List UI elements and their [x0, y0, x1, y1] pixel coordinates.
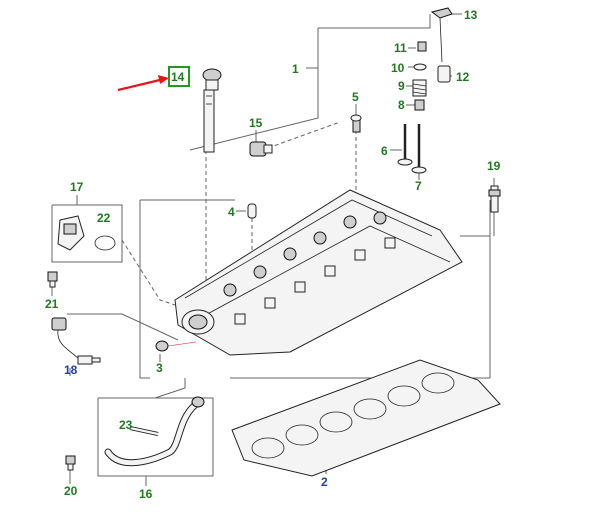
part-18-sensor-harness [51, 317, 101, 365]
callout-14-highlight-box [168, 66, 190, 87]
callout-13[interactable]: 13 [464, 8, 478, 22]
part-4-dowel [247, 203, 257, 219]
part-15-sensor [249, 141, 273, 157]
callout-22[interactable]: 22 [97, 211, 111, 225]
cylinder-head [174, 189, 463, 356]
callout-21[interactable]: 21 [45, 297, 59, 311]
red-pointer-arrowhead [158, 75, 169, 84]
callout-11[interactable]: 11 [394, 41, 407, 55]
callout-15[interactable]: 15 [249, 116, 263, 130]
gasket-bores [251, 372, 455, 459]
callout-19[interactable]: 19 [487, 159, 501, 173]
port-row [234, 237, 396, 325]
valve-train [397, 7, 453, 174]
part-14-bolt [202, 68, 222, 153]
callout-10[interactable]: 10 [391, 61, 405, 75]
part-3-plug [155, 340, 197, 352]
callout-9[interactable]: 9 [398, 79, 405, 93]
callout-5[interactable]: 5 [352, 90, 359, 104]
part-5-stud [350, 114, 362, 133]
callout-20[interactable]: 20 [64, 484, 78, 498]
callout-4[interactable]: 4 [228, 205, 235, 219]
callout-7[interactable]: 7 [415, 179, 422, 193]
highlight-14 [117, 66, 190, 92]
red-pointer-arrow [117, 77, 165, 92]
callout-1[interactable]: 1 [292, 62, 299, 76]
callout-3[interactable]: 3 [156, 361, 163, 375]
callout-17[interactable]: 17 [70, 180, 84, 194]
callout-12[interactable]: 12 [456, 70, 470, 84]
callout-14[interactable]: 14 [171, 70, 185, 84]
callout-6[interactable]: 6 [381, 144, 388, 158]
callout-18[interactable]: 18 [64, 363, 78, 377]
part-19-sensor [488, 185, 501, 213]
part-2-head-gasket [231, 359, 501, 477]
callout-23[interactable]: 23 [119, 418, 133, 432]
callout-16[interactable]: 16 [139, 487, 153, 501]
part-21-bolt [47, 271, 58, 288]
callout-labels: 1 2 3 4 5 6 7 8 9 10 11 12 13 14 15 16 1… [45, 8, 501, 501]
leader-lines [51, 13, 495, 486]
callout-8[interactable]: 8 [398, 98, 405, 112]
cam-journals [223, 211, 387, 297]
part-16-coolant-pipe [104, 396, 205, 467]
callout-2[interactable]: 2 [321, 475, 328, 489]
part-20-bolt [65, 455, 76, 471]
part-17-assembly [57, 215, 116, 251]
